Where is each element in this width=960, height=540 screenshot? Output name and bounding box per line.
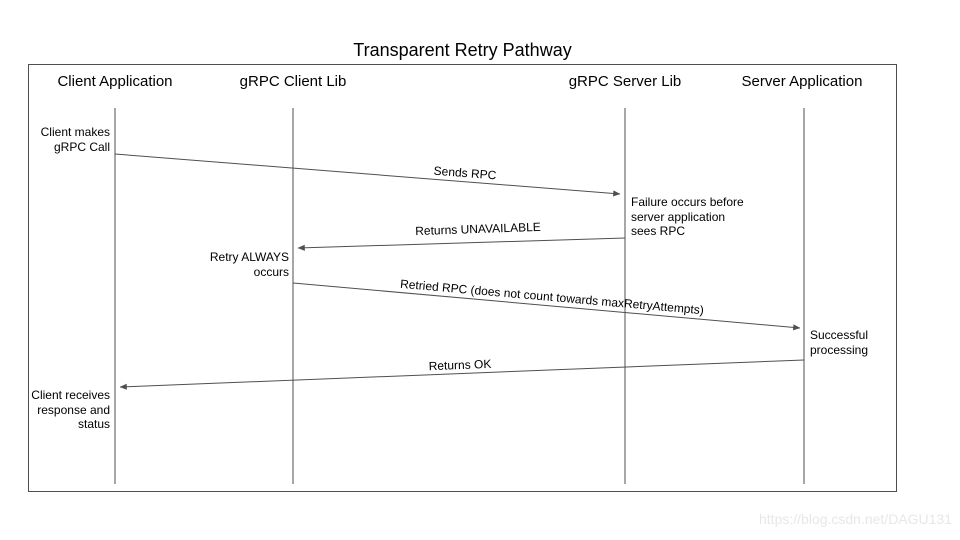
- message-label-returns-ok: Returns OK: [428, 356, 492, 374]
- arrow-returns-unavailable: [297, 237, 626, 251]
- note-retry-always-occurs: Retry ALWAYS occurs: [209, 250, 289, 279]
- note-failure-occurs: Failure occurs before server application…: [631, 195, 744, 238]
- diagram-frame: [28, 64, 897, 492]
- note-successful-processing: Successful processing: [810, 328, 869, 357]
- arrow-retried-rpc: [292, 282, 801, 331]
- arrow-sends-rpc: [114, 153, 621, 197]
- participant-server-application: Server Application: [741, 73, 863, 90]
- diagram-title: Transparent Retry Pathway: [353, 40, 572, 60]
- participant-grpc-client-lib: gRPC Client Lib: [239, 73, 347, 90]
- participant-grpc-server-lib: gRPC Server Lib: [568, 73, 682, 90]
- note-client-receives-response: Client receives response and status: [31, 388, 110, 431]
- note-client-makes-grpc-call: Client makes gRPC Call: [40, 125, 110, 154]
- watermark: https://blog.csdn.net/DAGU131: [759, 511, 952, 527]
- participant-client-application: Client Application: [57, 73, 173, 90]
- arrow-returns-ok: [119, 359, 805, 390]
